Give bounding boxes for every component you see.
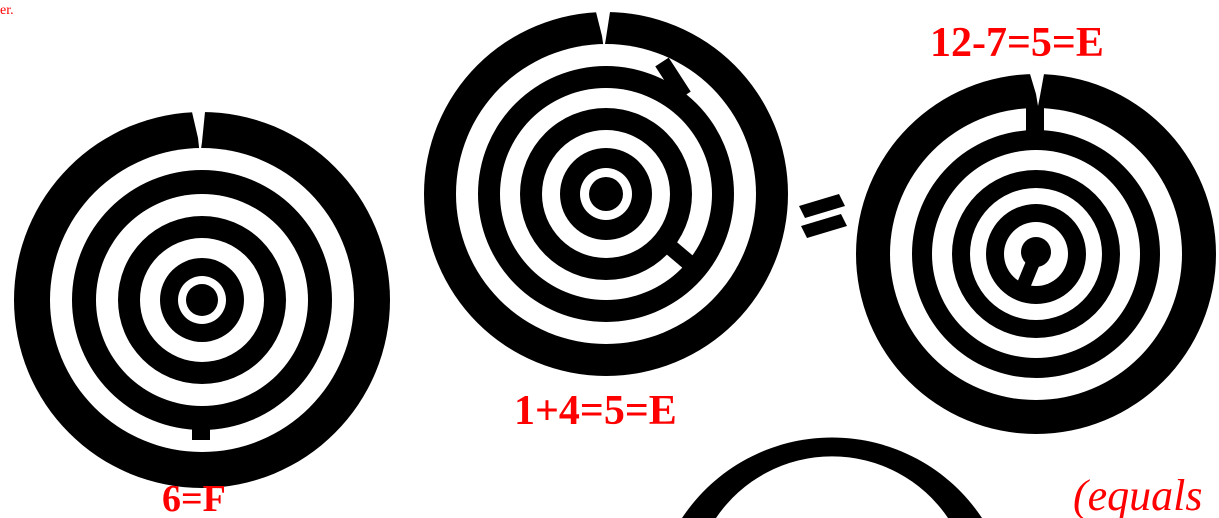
top-left-text-fragment: er. [0,3,14,18]
equals-note-text: (equals [1073,471,1203,518]
connector-bar-top [1026,94,1044,144]
notch-icon [596,12,610,50]
notch-icon [192,112,205,156]
disc-12-minus-7 [856,74,1216,434]
connector-bar-lower [656,233,694,269]
connector-bar-center [1013,257,1041,297]
disc-6 [14,112,390,488]
notch-icon [816,458,830,488]
connector-bar [192,406,210,440]
center-dot [186,284,218,316]
disc-12-minus-7-label: 12-7=5=E [930,20,1104,66]
notch-icon [1030,74,1044,106]
disc-partial-bottom [682,437,982,518]
center-dot [589,177,623,211]
disc-6-label: 6=F [162,478,226,518]
disc-1-plus-4-label: 1+4=5=E [514,388,677,434]
equals-sign-icon [799,194,847,238]
connector-bar-upper [655,57,691,101]
disc-1-plus-4 [424,12,788,376]
